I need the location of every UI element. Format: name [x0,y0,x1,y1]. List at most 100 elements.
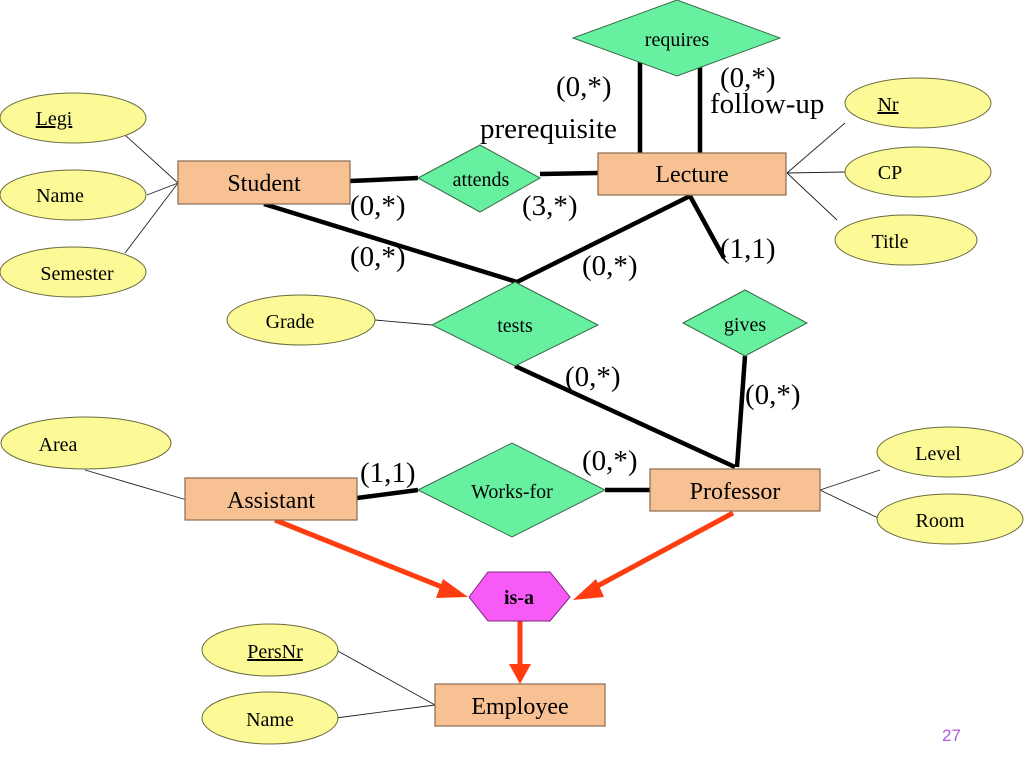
connector-level [819,469,881,491]
connector-grade [374,319,433,326]
persnr-label: PersNr [247,641,303,663]
attribute-area[interactable]: Area [0,416,172,470]
professor-label: Professor [690,479,781,505]
isa-hexagon [468,571,571,622]
connector-room [819,489,879,519]
student-name-ellipse [0,169,147,221]
relationship-connectors [263,58,748,501]
assistant-label: Assistant [227,488,315,514]
attribute-connectors [84,122,881,719]
card-tests-student: (0,*) [350,241,406,273]
grade-label: Grade [266,311,315,333]
professor-box [649,468,821,512]
link-assistant-works-for [356,487,419,501]
attribute-title[interactable]: Title [834,214,978,266]
attends-label: attends [453,169,510,191]
card-attends-student: (0,*) [350,190,406,222]
student-label: Student [227,171,301,197]
employee-name-ellipse [201,691,339,745]
semester-label: Semester [40,263,114,285]
employee-box [434,683,606,727]
link-gives-professor [734,355,748,468]
attribute-student-name[interactable]: Name [0,169,147,221]
works-for-diamond [416,442,607,538]
title-ellipse [834,214,978,266]
isa-node[interactable]: is-a [468,571,571,622]
connector-nr [786,122,846,174]
legi-ellipse [0,92,147,144]
cp-label: CP [878,162,902,184]
works-for-label: Works-for [471,481,553,503]
employee-label: Employee [471,694,568,720]
arrowhead-professor [573,579,604,600]
card-works-for-assistant: (1,1) [360,457,416,489]
arrowhead-assistant [436,579,468,598]
grade-ellipse [226,294,376,346]
attribute-nr[interactable]: Nr [844,77,992,129]
card-tests-lecture: (0,*) [582,250,638,282]
connector-area [84,469,188,501]
room-label: Room [916,510,965,532]
semester-ellipse [0,246,147,298]
level-ellipse [876,426,1024,478]
card-tests-professor: (0,*) [565,361,621,393]
persnr-ellipse [201,623,339,677]
relationship-tests[interactable]: tests [430,281,600,367]
isa-label: is-a [504,587,534,609]
attribute-grade[interactable]: Grade [226,294,376,346]
room-ellipse [876,493,1024,545]
attribute-legi[interactable]: Legi [0,92,147,144]
attribute-room[interactable]: Room [876,493,1024,545]
requires-label: requires [645,29,710,51]
relationship-attends[interactable]: attends [416,144,542,213]
connector-persnr [335,649,436,706]
card-requires-follow-up: (0,*) [720,62,776,94]
attribute-persnr[interactable]: PersNr [201,623,339,677]
link-student-tests [263,201,518,285]
arrow-professor-isa [588,510,735,593]
entity-professor[interactable]: Professor [649,468,821,512]
connector-title [786,172,838,221]
link-tests-professor [514,363,736,470]
attribute-cp[interactable]: CP [844,146,992,198]
student-box [177,160,351,205]
attribute-employee-name[interactable]: Name [201,691,339,745]
arrowhead-employee [509,664,531,684]
area-label: Area [39,434,78,456]
link-student-attends [349,175,419,184]
entity-lecture[interactable]: Lecture [597,152,787,196]
legi-label: Legi [36,108,73,130]
card-gives-professor: (0,*) [745,379,801,411]
entity-employee[interactable]: Employee [434,683,606,727]
attends-diamond [416,144,542,213]
connector-cp [786,171,846,174]
relationship-works-for[interactable]: Works-for [416,442,607,538]
lecture-label: Lecture [655,162,728,188]
gives-label: gives [724,314,766,336]
connector-employee-name [335,704,436,719]
card-gives-lecture: (1,1) [720,233,776,265]
relationship-gives[interactable]: gives [681,289,809,357]
connector-semester [124,182,179,254]
entity-assistant[interactable]: Assistant [184,477,358,521]
attribute-semester[interactable]: Semester [0,246,147,298]
nr-ellipse [844,77,992,129]
title-label: Title [871,231,908,253]
role-follow-up: follow-up [710,88,824,120]
tests-label: tests [497,315,533,337]
nr-label: Nr [877,94,898,116]
connector-student-name [146,182,179,196]
attribute-level[interactable]: Level [876,426,1024,478]
assistant-box [184,477,358,521]
arrow-assistant-isa [274,517,453,594]
cp-ellipse [844,146,992,198]
area-ellipse [0,416,172,470]
entity-student[interactable]: Student [177,160,351,205]
page-number: 27 [942,726,961,745]
employee-name-label: Name [246,709,294,731]
lecture-box [597,152,787,196]
relationship-requires[interactable]: requires [571,0,782,77]
student-name-label: Name [36,185,84,207]
requires-diamond [571,0,782,77]
